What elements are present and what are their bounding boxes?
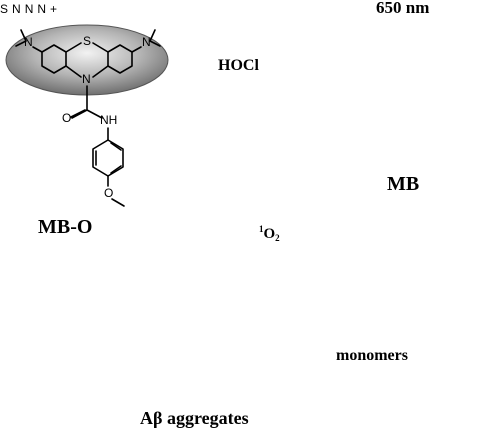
mbo-ring-nitrogen: N <box>82 72 91 86</box>
mb-sulfur: S <box>0 2 9 16</box>
mb-structure: S N N N + <box>0 0 57 17</box>
mb-ring-nitrogen: N <box>12 2 21 16</box>
mbo-left-dimethylamino-n: N <box>24 35 33 49</box>
product-label: MB <box>387 173 420 195</box>
monomers-label: monomers <box>336 347 408 364</box>
mb-iminium-n: N <box>37 2 47 16</box>
singlet-oxygen-superscript: 1 <box>259 224 264 234</box>
aggregates-label: Aβ aggregates <box>140 408 249 428</box>
mbo-methoxy-oxygen: O <box>104 186 113 200</box>
mbo-amide-nh: NH <box>100 113 117 127</box>
mb-positive-charge: + <box>50 2 58 16</box>
singlet-oxygen-label: 1O2 <box>259 224 280 243</box>
probe-label: MB-O <box>38 216 93 238</box>
mb-ellipse: S N N N + <box>0 0 57 17</box>
mb-left-dimethylamino-n: N <box>24 2 34 16</box>
reagent-label: HOCl <box>218 57 259 74</box>
wavelength-label: 650 nm <box>376 0 430 17</box>
singlet-oxygen-symbol: O <box>263 226 276 242</box>
mbo-carbonyl-oxygen: O <box>62 111 71 125</box>
mbo-sulfur: S <box>83 34 91 48</box>
singlet-oxygen-subscript: 2 <box>275 233 280 243</box>
mbo-right-dimethylamino-n: N <box>142 35 151 49</box>
mbo-structure: S N N N O NH O <box>5 24 169 207</box>
